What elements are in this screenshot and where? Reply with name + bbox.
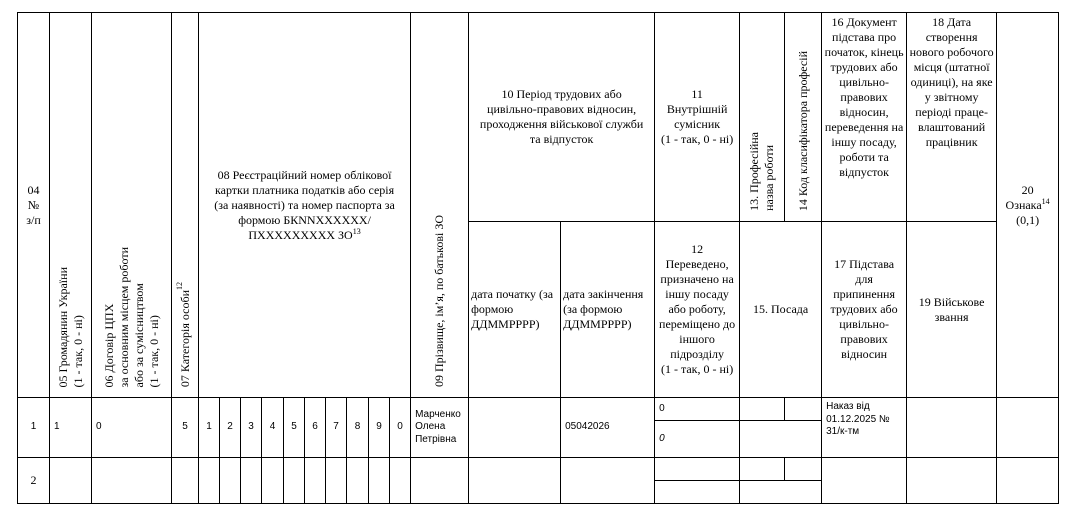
col-12-header: 12 Переведено, призначено на іншу посаду… [654,221,741,398]
row-1-digit-4[interactable]: 4 [261,397,284,458]
row-2-date-start[interactable] [468,457,562,504]
col-18-header: 18 Дата створення нового робочого місця … [906,12,998,222]
row-1-digit-7[interactable]: 7 [325,397,347,458]
col-06-header: 06 Договір ЦПХ за основним місцем роботи… [91,12,172,398]
row-1-position[interactable] [739,420,823,458]
row-2-position[interactable] [739,480,823,504]
col-10-end-header: дата закінчення (за формою ДДММРРРР) [560,221,656,398]
row-1-citizen[interactable]: 1 [49,397,92,458]
footnote-13: 13 [352,226,361,236]
row-2-prof-name-top[interactable] [739,457,786,481]
row-2-category[interactable] [171,457,199,504]
row-2-gph[interactable] [91,457,172,504]
col-16-header: 16 Документ підстава про початок, кінець… [821,12,908,222]
row-1-internal[interactable]: 0 [654,397,741,421]
row-2-digit-8[interactable] [346,457,369,504]
col-04-header: 04 № з/п [17,12,50,398]
row-2-num: 2 [17,457,50,504]
row-1-new-workplace-date[interactable] [906,397,998,458]
row-2-digit-10[interactable] [388,457,412,504]
col-08-header: 08 Реєстраційний номер облікової картки … [197,12,412,398]
row-2-internal[interactable] [654,457,741,481]
row-2-digit-3[interactable] [240,457,262,504]
row-2-digit-9[interactable] [368,457,390,504]
footnote-12: 12 [174,281,184,290]
row-2-digit-4[interactable] [261,457,284,504]
col-15-header: 15. Посада [739,221,823,398]
col-07-header: 07 Категорія особи12 [171,12,199,398]
row-2-prof-code-top[interactable] [784,457,823,481]
col-17-header: 17 Підстава для припинення трудових або … [821,221,908,398]
col-09-header: 09 Прізвище, ім’я, по батькові ЗО [410,12,470,398]
personnel-report-table-wrapper: 04 № з/п 05 Громадянин України (1 - так,… [17,12,1060,505]
row-2-digit-6[interactable] [304,457,326,504]
row-1-prof-name-top[interactable] [739,397,786,421]
row-2-feature[interactable] [996,457,1060,504]
col-19-header: 19 Військове звання [906,221,998,398]
row-1-transferred[interactable]: 0 [654,420,741,458]
row-2-digit-1[interactable] [198,457,220,504]
row-1-digit-3[interactable]: 3 [240,397,262,458]
col-13-header: 13. Професійна назва роботи [739,12,786,222]
footnote-14: 14 [1041,196,1050,206]
row-2-transferred[interactable] [654,480,741,504]
row-1-digit-9[interactable]: 9 [368,397,390,458]
row-1-digit-1[interactable]: 1 [198,397,220,458]
row-1-name[interactable]: Марченко Олена Петрівна [410,397,470,458]
row-1-num: 1 [17,397,50,458]
row-1-digit-8[interactable]: 8 [346,397,369,458]
row-1-document[interactable]: Наказ від 01.12.2025 № 31/к-тм [821,397,908,458]
col-14-header: 14 Код класифікатора професій [784,12,823,222]
row-2-digit-7[interactable] [325,457,347,504]
row-2-new-workplace-date[interactable] [906,457,998,504]
row-1-date-start[interactable] [468,397,562,458]
row-2-citizen[interactable] [49,457,92,504]
personnel-report-table: 04 № з/п 05 Громадянин України (1 - так,… [17,12,1060,504]
col-11-header: 11 Внутрішній сумісник (1 - так, 0 - ні) [654,12,741,222]
row-1-digit-6[interactable]: 6 [304,397,326,458]
col-10-start-header: дата початку (за формою ДДММРРРР) [468,221,562,398]
row-2-digit-2[interactable] [219,457,241,504]
col-20-header: 20 Ознака14(0,1) [996,12,1060,398]
row-2-name[interactable] [410,457,470,504]
row-1-category[interactable]: 5 [171,397,199,458]
col-05-header: 05 Громадянин України (1 - так, 0 - ні) [49,12,92,398]
col-10-header: 10 Період трудових або цивільно-правових… [468,12,656,222]
row-2-date-end[interactable] [560,457,656,504]
row-1-digit-5[interactable]: 5 [283,397,305,458]
row-1-prof-code-top[interactable] [784,397,823,421]
row-1-digit-10[interactable]: 0 [388,397,412,458]
row-1-digit-2[interactable]: 2 [219,397,241,458]
row-2-digit-5[interactable] [283,457,305,504]
row-1-feature[interactable] [996,397,1060,458]
row-2-document[interactable] [821,457,908,504]
row-1-gph[interactable]: 0 [91,397,172,458]
row-1-date-end[interactable]: 05042026 [560,397,656,458]
